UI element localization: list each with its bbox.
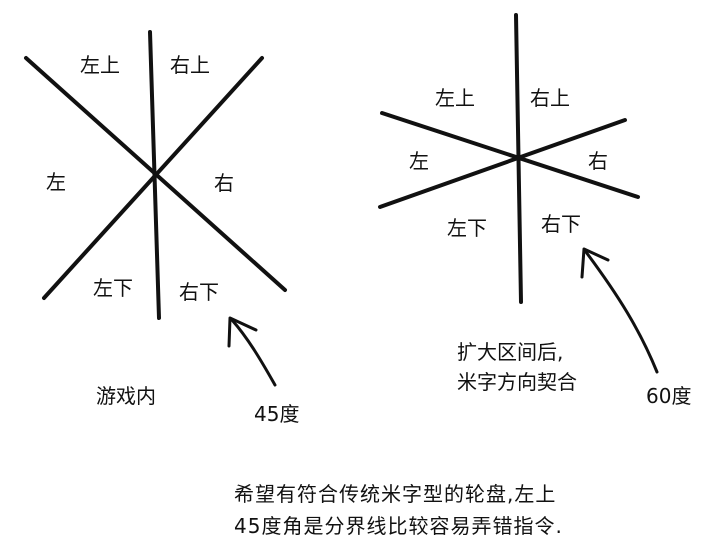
left-wheel-label-top-left: 左上 [80, 53, 120, 77]
right-wheel-caption-line1: 扩大区间后, [457, 340, 564, 364]
left-wheel-label-left: 左 [46, 170, 66, 194]
arrow-head-left [227, 316, 258, 348]
right-wheel-label-bottom-left: 左下 [447, 216, 487, 240]
right-wheel-label-top-right: 右上 [530, 86, 570, 110]
right-wheel-label-right: 右 [588, 149, 608, 173]
arrow-to-left-bottom-right [230, 318, 277, 387]
left-wheel-diagonal-divider-2 [42, 56, 264, 300]
right-wheel-label-top-left: 左上 [435, 86, 475, 110]
left-wheel-caption: 游戏内 [96, 384, 156, 408]
left-wheel-label-right: 右 [214, 171, 234, 195]
bottom-note-line1: 希望有符合传统米字型的轮盘,左上 [234, 482, 557, 506]
left-wheel-label-bottom-left: 左下 [93, 276, 133, 300]
arrow-to-right-bottom-right [584, 250, 659, 374]
left-wheel-angle-label: 45度 [254, 402, 300, 426]
bottom-note-line2: 45度角是分界线比较容易弄错指令. [234, 514, 563, 538]
arrow-head-right [580, 247, 610, 279]
right-wheel-divider-2 [378, 118, 627, 209]
left-wheel-label-top-right: 右上 [170, 53, 210, 77]
right-wheel-divider-1 [380, 111, 640, 199]
left-wheel-label-bottom-right: 右下 [179, 280, 219, 304]
right-wheel-caption-line2: 米字方向契合 [457, 370, 577, 394]
right-wheel-angle-label: 60度 [646, 384, 692, 408]
right-wheel-label-left: 左 [409, 149, 429, 173]
bottom-note: 希望有符合传统米字型的轮盘,左上 45度角是分界线比较容易弄错指令. [234, 478, 563, 542]
right-wheel-label-bottom-right: 右下 [541, 212, 581, 236]
